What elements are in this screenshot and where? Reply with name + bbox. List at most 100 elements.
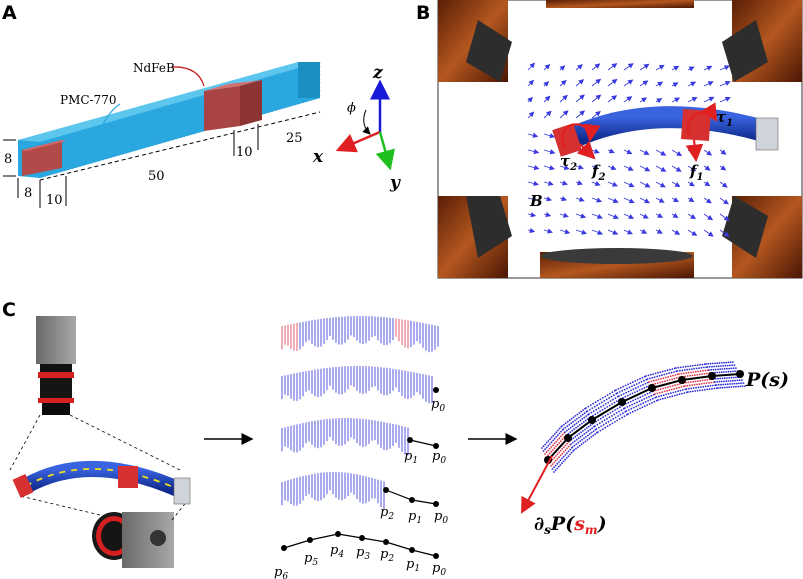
centerline-point [409, 497, 415, 503]
cloud-point [609, 423, 611, 426]
cloud-point [612, 418, 615, 420]
cloud-point [584, 419, 587, 422]
cloud-point [591, 407, 594, 409]
cloud-point [652, 373, 655, 375]
cloud-point [651, 376, 654, 379]
cloud-point [573, 423, 576, 426]
cloud-point [708, 369, 710, 371]
cloud-point [583, 416, 586, 419]
field-arrow [543, 165, 555, 171]
field-arrow [559, 65, 566, 71]
cloud-point [604, 403, 607, 405]
cloud-point [681, 369, 684, 372]
cloud-point [614, 409, 616, 411]
cloud-point [698, 367, 700, 369]
cloud-point [619, 413, 622, 416]
field-arrow [671, 181, 681, 188]
cloud-point [582, 409, 584, 412]
cloud-point [577, 421, 580, 423]
field-arrow [703, 149, 713, 156]
cloud-point [708, 365, 711, 368]
cloud-point [561, 462, 563, 465]
cloud-point [559, 449, 562, 452]
cloud-point [601, 408, 604, 411]
cloud-point [561, 457, 563, 460]
field-arrow [687, 66, 695, 72]
cloud-point [545, 451, 548, 454]
cloud-point [732, 376, 735, 379]
cloud-point [557, 465, 560, 468]
cloud-point [639, 396, 642, 399]
cloud-point [735, 376, 737, 379]
cloud-point [610, 419, 612, 422]
field-arrow [655, 197, 665, 203]
centerline-point [281, 545, 287, 551]
cloud-point [703, 382, 706, 385]
cloud-point [586, 410, 589, 412]
cloud-point [638, 389, 641, 391]
cloud-point [559, 464, 562, 466]
cloud-point [663, 390, 666, 393]
cloud-point [704, 369, 707, 372]
cloud-point [575, 426, 577, 429]
cloud-point [590, 431, 593, 434]
cloud-point [733, 364, 736, 366]
cloud-point [739, 385, 742, 388]
centerline-point [433, 553, 439, 559]
cloud-point [562, 455, 565, 458]
cloud-point [649, 377, 651, 380]
cloud-point [574, 415, 577, 417]
cloud-point [725, 380, 728, 383]
cloud-point [606, 417, 608, 420]
cloud-point [717, 383, 720, 386]
cloud-point [559, 459, 562, 462]
field-arrow [703, 197, 712, 204]
cloud-point [730, 376, 733, 379]
cloud-point [723, 361, 725, 364]
cloud-point [572, 437, 575, 439]
torque-force-arrows [561, 102, 718, 163]
cloud-point [556, 443, 559, 446]
cloud-point [551, 463, 554, 466]
cloud-point [648, 381, 650, 383]
cloud-point [619, 386, 622, 389]
cloud-point [547, 454, 549, 457]
field-arrow [671, 65, 680, 71]
field-arrow [671, 229, 681, 235]
cloud-point [721, 377, 724, 380]
cloud-point [665, 373, 668, 375]
cloud-point [618, 418, 621, 420]
curve-label: P(s) [745, 369, 789, 391]
cloud-point [687, 365, 689, 368]
cloud-point [555, 445, 557, 448]
cloud-point [668, 379, 671, 381]
cloud-point [722, 365, 725, 367]
cloud-point [580, 443, 583, 446]
cloud-point [684, 375, 687, 378]
cloud-point [723, 380, 725, 383]
cloud-point [731, 383, 734, 385]
cloud-point [707, 362, 710, 365]
cloud-point [711, 365, 713, 368]
cloud-point [541, 447, 543, 449]
cloud-point [732, 367, 735, 370]
field-arrow [591, 78, 602, 87]
field-arrow [623, 63, 634, 71]
cloud-point [642, 383, 644, 386]
cloud-point [673, 377, 676, 380]
field-arrow [543, 149, 556, 155]
cloud-point [701, 389, 704, 391]
cloud-point [588, 413, 590, 415]
cloud-point [547, 440, 550, 442]
cloud-point [592, 402, 595, 405]
coordinate-axes [335, 79, 395, 171]
cloud-point [687, 381, 690, 384]
cloud-point [717, 365, 720, 368]
cloud-point [681, 392, 683, 395]
cloud-point [656, 382, 659, 384]
cloud-point [564, 458, 567, 461]
cloud-point [664, 380, 666, 383]
cloud-point [698, 383, 701, 385]
field-arrow [639, 213, 649, 219]
